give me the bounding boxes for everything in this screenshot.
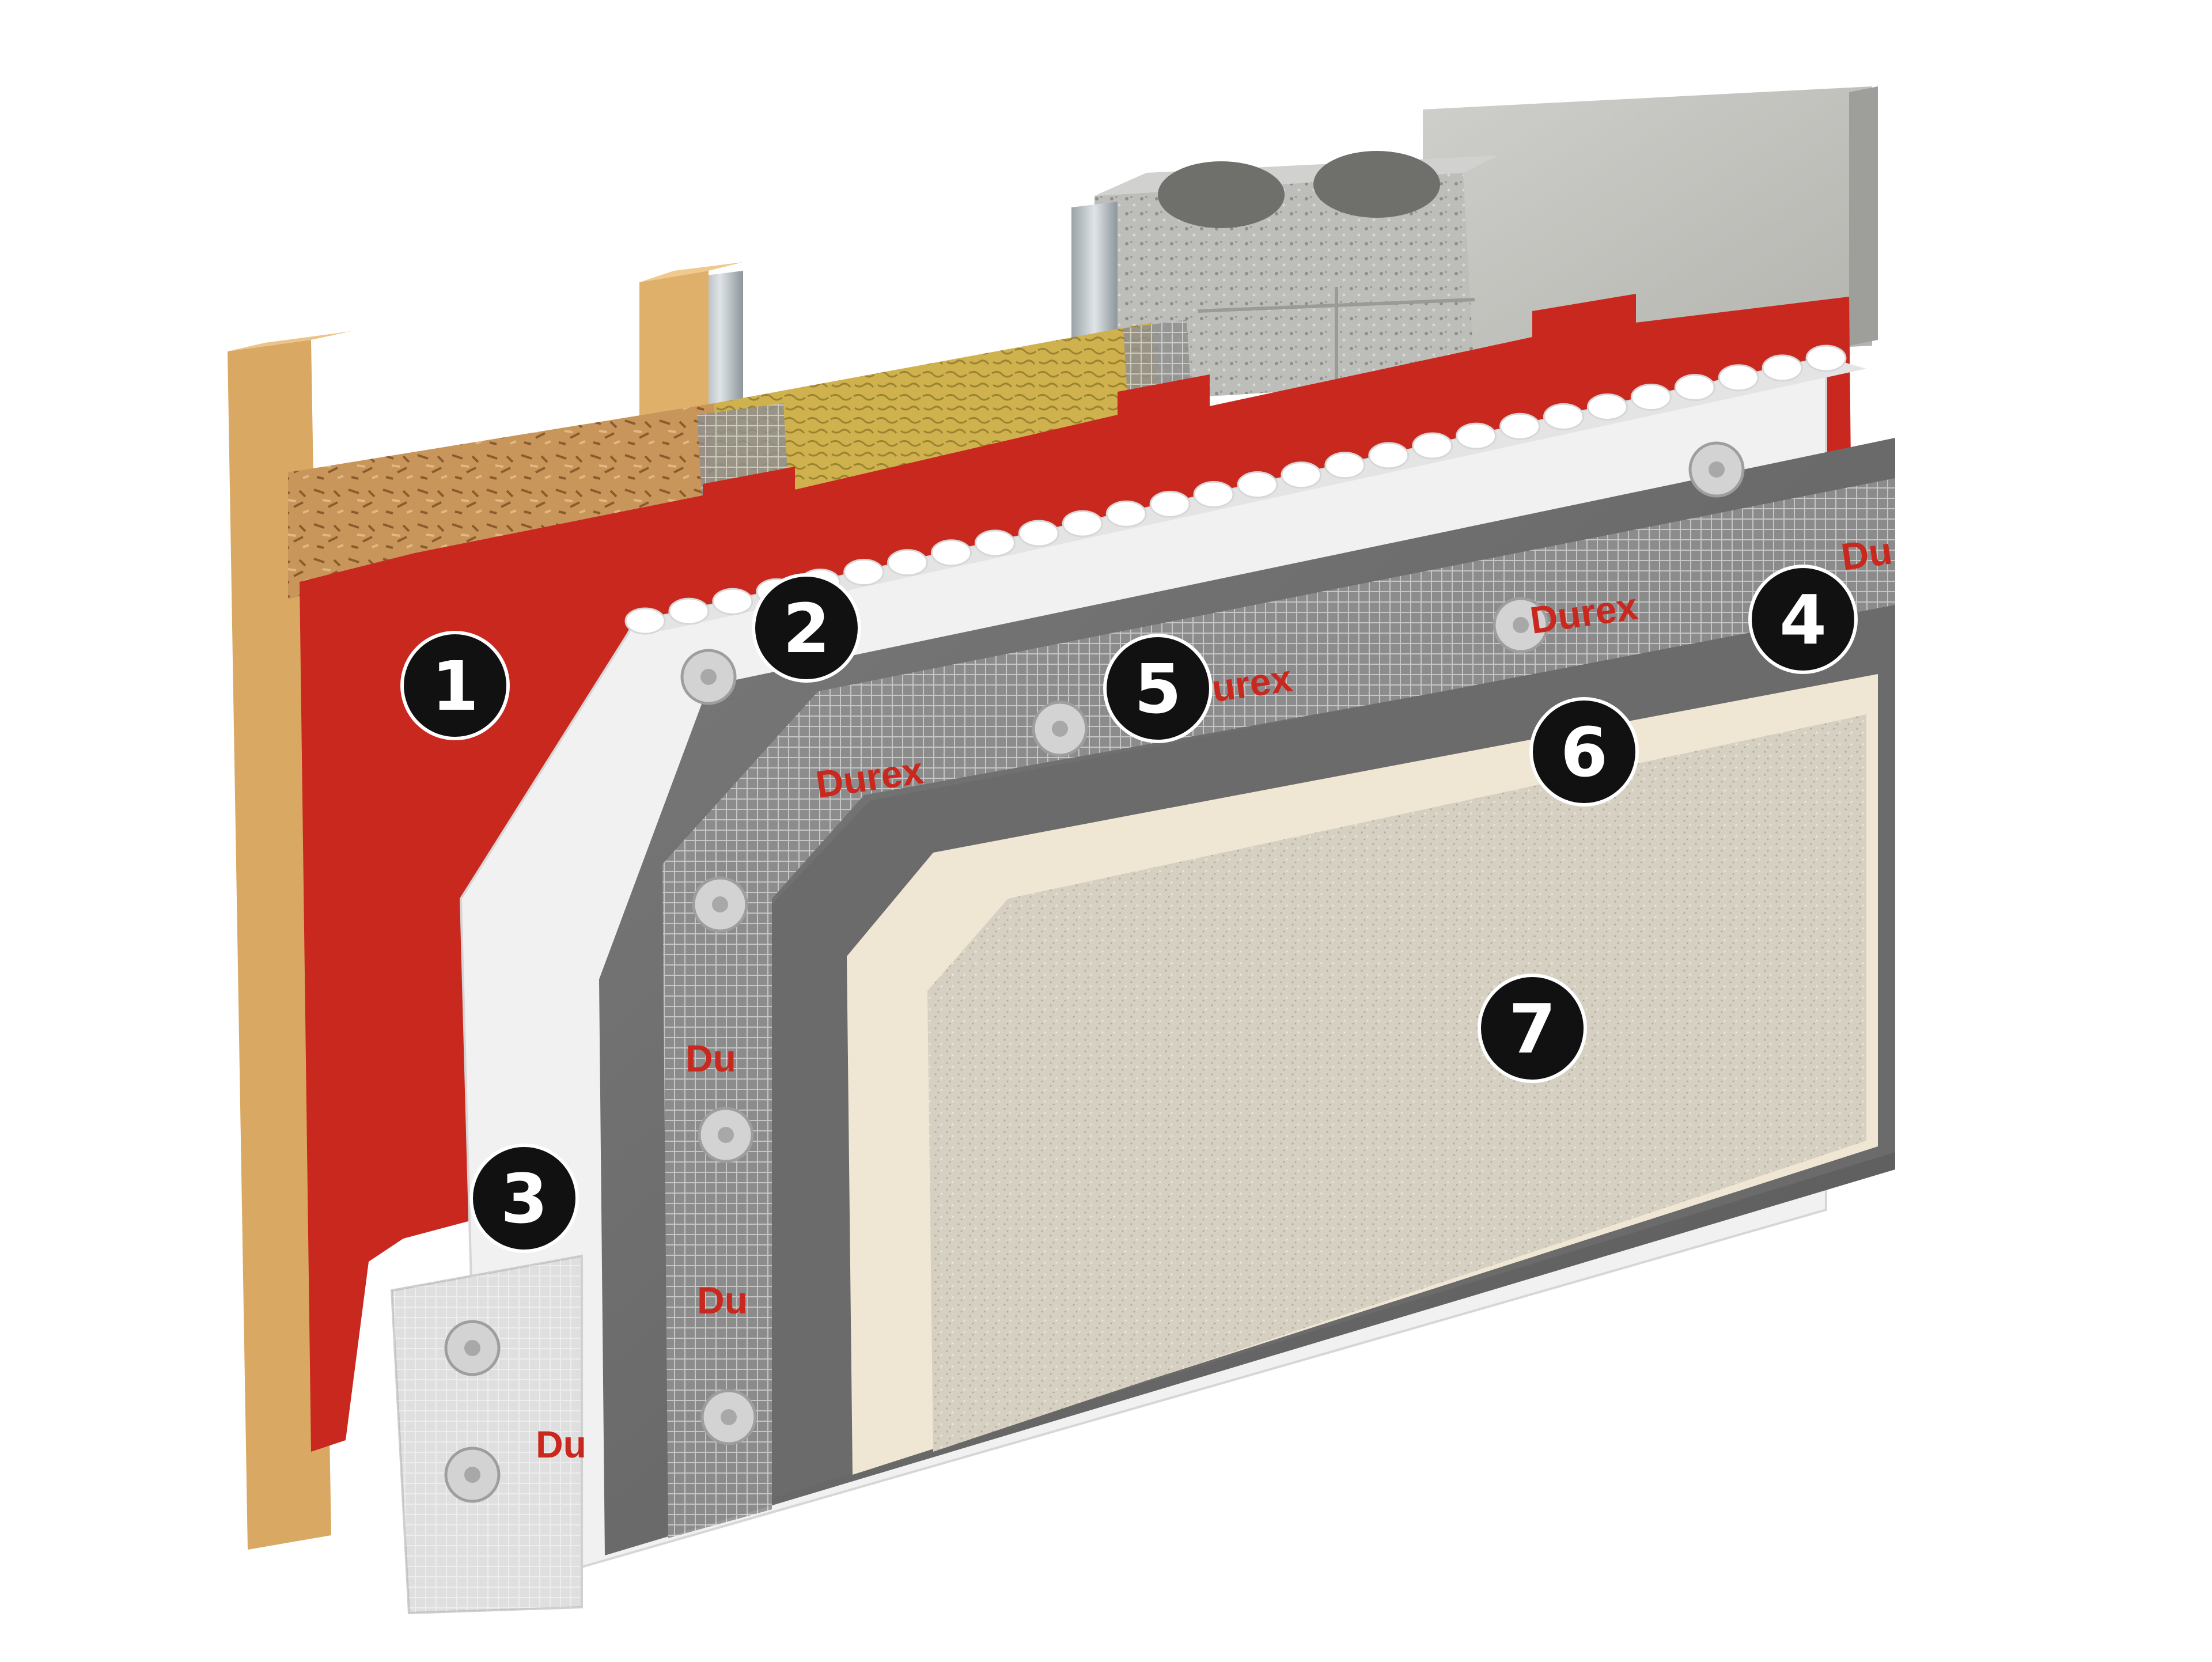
- eps-ridge: [1674, 374, 1715, 402]
- fastener-disc: [1493, 597, 1549, 653]
- eps-ridge: [712, 588, 753, 615]
- eps-ridge: [1105, 500, 1147, 528]
- callout-circle: [1478, 974, 1587, 1083]
- callout-circle: [400, 631, 510, 740]
- eps-ridge: [1281, 461, 1322, 489]
- callout-circle: [469, 1144, 579, 1253]
- eps-ridge: [1412, 432, 1453, 460]
- layer-callouts: 1 2 3 4 5 6 7: [400, 565, 1858, 1253]
- callout-circle: [1748, 565, 1858, 674]
- callout-number: 7: [1509, 989, 1556, 1069]
- eps-ridge: [1630, 384, 1672, 411]
- eps-ridge: [974, 529, 1016, 557]
- callout-number: 3: [501, 1159, 548, 1239]
- fastener-disc: [700, 1389, 757, 1445]
- fastener-disc: [444, 1447, 501, 1503]
- eps-ridge: [843, 559, 885, 586]
- brand-mark-b5: Du: [685, 1037, 736, 1080]
- eps-ridge: [1062, 510, 1103, 537]
- brand-mark-b6: Du: [697, 1279, 748, 1322]
- callout-7: 7: [1478, 974, 1587, 1083]
- callout-4: 4: [1748, 565, 1858, 674]
- eps-ridge: [1018, 520, 1059, 547]
- eps-ridge: [624, 607, 666, 635]
- fastener-disc: [680, 649, 737, 705]
- fastener-disc: [692, 876, 748, 933]
- callout-circle: [1103, 634, 1213, 743]
- eps-ridge: [1324, 452, 1366, 479]
- insulation-fasteners: [444, 441, 1745, 1503]
- fastener-disc: [698, 1107, 754, 1163]
- eps-ridge: [1762, 354, 1803, 382]
- finish-coat: [927, 714, 1866, 1452]
- eps-ridge: [1586, 393, 1628, 421]
- eps-ridge: [1805, 344, 1847, 372]
- eps-ridge: [930, 539, 972, 567]
- callout-number: 6: [1560, 713, 1608, 792]
- brand-mark-b7: Du: [536, 1423, 586, 1466]
- callout-circle: [752, 573, 861, 683]
- eps-ridge: [1543, 403, 1584, 430]
- eps-ridge: [1193, 480, 1234, 508]
- eps-ridge: [1718, 364, 1759, 392]
- callout-1: 1: [400, 631, 510, 740]
- callout-circle: [1529, 697, 1639, 807]
- brand-mark-b4: Du: [1839, 529, 1895, 578]
- cmu-block-substrate: [1094, 151, 1498, 403]
- callout-number: 5: [1134, 649, 1181, 729]
- callout-number: 4: [1779, 580, 1827, 660]
- eps-ridge: [668, 597, 710, 625]
- fastener-disc: [1688, 441, 1745, 498]
- fastener-disc: [1032, 701, 1088, 757]
- eps-ridge: [1499, 412, 1541, 440]
- callout-6: 6: [1529, 697, 1639, 807]
- reinforcing-mesh: [662, 478, 1895, 1538]
- eps-ridge: [1368, 442, 1410, 470]
- callout-5: 5: [1103, 634, 1213, 743]
- eps-ridge: [1456, 422, 1497, 450]
- callout-number: 1: [431, 646, 479, 726]
- eps-ridge: [1149, 490, 1191, 518]
- eps-ridge: [1237, 471, 1278, 499]
- fastener-disc: [444, 1320, 501, 1376]
- eps-ridge: [887, 549, 929, 577]
- callout-2: 2: [752, 573, 861, 683]
- callout-3: 3: [469, 1144, 579, 1253]
- osb-sheathing: [288, 403, 714, 599]
- callout-number: 2: [783, 589, 830, 668]
- concrete-substrate: [1423, 86, 1878, 369]
